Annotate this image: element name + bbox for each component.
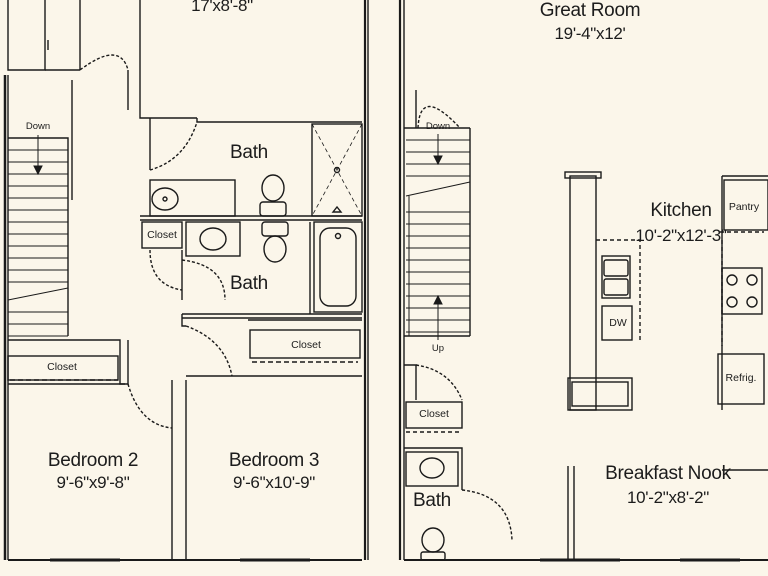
- wall: [404, 364, 417, 400]
- great-room-dims: 19'-4"x12': [554, 24, 626, 43]
- toilet: [421, 527, 445, 553]
- dw-label: DW: [609, 317, 627, 329]
- closet-label-bed2: Closet: [47, 361, 77, 373]
- kitchen-name: Kitchen: [650, 200, 712, 221]
- door-swing: [181, 259, 226, 301]
- wall: [404, 447, 463, 490]
- dishwasher: [601, 305, 633, 341]
- breakfast-nook-name: Breakfast Nook: [605, 463, 731, 484]
- range: [721, 267, 763, 315]
- bathtub: [313, 221, 363, 313]
- closet: [141, 221, 183, 249]
- bedroom3-name: Bedroom 3: [228, 450, 320, 471]
- vanity-counter: [405, 451, 459, 487]
- kitchen-dims: 10'-2"x12'-3": [635, 226, 727, 245]
- closet: [249, 329, 361, 359]
- door-swing: [127, 383, 173, 429]
- door-swing: [185, 325, 233, 377]
- breakfast-nook-dims: 10'-2"x8'-2": [626, 488, 710, 507]
- closet-label-lower: Closet: [419, 408, 449, 420]
- door-swing: [417, 105, 461, 129]
- pantry-label: Pantry: [728, 201, 760, 213]
- wall: [139, 0, 197, 119]
- stairs-left-down-label: Down: [25, 121, 51, 132]
- door-swing: [461, 489, 513, 541]
- sink: [419, 457, 445, 479]
- pantry: [723, 179, 768, 231]
- toilet: [263, 235, 287, 263]
- closet-label-hall: Closet: [291, 339, 321, 351]
- refrigerator: [717, 353, 765, 405]
- stairs-left: [7, 135, 69, 337]
- stairs-right: [405, 134, 471, 340]
- door-swing: [149, 121, 198, 171]
- bath-upper-name: Bath: [230, 142, 268, 163]
- wall: [181, 314, 186, 327]
- top-room-dims: 17'x8'-8": [191, 0, 253, 15]
- wall: [7, 0, 46, 71]
- refrig-label: Refrig.: [725, 372, 757, 384]
- sink: [199, 227, 227, 251]
- great-room-name: Great Room: [539, 0, 641, 21]
- closet: [405, 401, 463, 429]
- kitchen-counter: [569, 175, 597, 411]
- door-swing: [149, 249, 183, 291]
- door-swing: [79, 54, 129, 71]
- bath-middle-name: Bath: [230, 273, 268, 294]
- sink: [601, 255, 631, 299]
- sink: [151, 187, 179, 211]
- bedroom3-dims: 9'-6"x10'-9": [232, 473, 316, 492]
- closet-label-bath: Closet: [147, 229, 177, 241]
- bedroom2-dims: 9'-6"x9'-8": [56, 473, 130, 492]
- bath-lower-name: Bath: [413, 490, 451, 511]
- wall: [196, 118, 362, 123]
- stairs-right-down-label: Down: [425, 121, 451, 132]
- vanity-counter: [185, 221, 241, 257]
- bedroom2-name: Bedroom 2: [47, 450, 139, 471]
- toilet: [261, 174, 285, 202]
- door-swing: [415, 364, 463, 401]
- stairs-right-up-label: Up: [431, 343, 445, 354]
